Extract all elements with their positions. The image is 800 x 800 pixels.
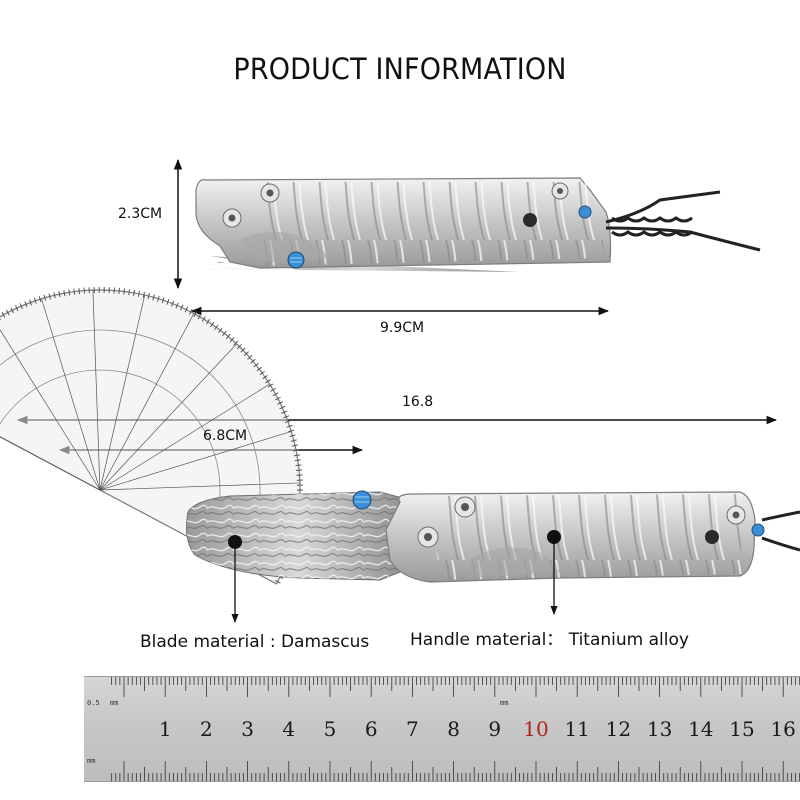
ruler-number: 7 [406,717,419,741]
ruler-number: 2 [200,717,213,741]
blue-pin-icon [578,205,592,219]
ruler: 0.5 mm mm mm 1234567891011121314151617 [84,676,800,782]
ruler-number: 4 [282,717,296,741]
lanyard-cord [605,190,761,252]
ruler-number: 3 [241,717,254,741]
closed-length-label: 9.9CM [380,320,425,336]
ruler-number: 15 [729,717,755,741]
ruler-number: 13 [646,717,673,741]
open-knife [186,490,800,583]
blue-pin-icon [751,523,765,537]
ruler-number: 6 [364,717,378,741]
ruler-number: 1 [158,717,172,741]
ruler-unit-bottom: mm [87,757,96,765]
ruler-unit-top: mm [110,699,119,707]
thumb-stud-icon [352,490,372,510]
ruler-number: 8 [447,717,460,741]
thumb-stud-icon [287,251,305,269]
ruler-corner-label: 0.5 [87,699,100,707]
lanyard-hole [523,213,537,227]
handle-material-caption: Handle material： Titanium alloy [410,630,689,650]
ruler-number: 12 [605,717,632,741]
blade-length-label: 6.8CM [203,428,248,444]
ruler-number: 11 [564,717,590,741]
open-length-label: 16.8 [402,394,434,410]
blade-material-caption: Blade material : Damascus [140,632,370,652]
ruler-number: 14 [688,717,714,741]
ruler-number: 5 [323,717,337,741]
ruler-unit-mid: mm [500,699,509,707]
closed-knife [195,177,761,272]
page-title: PRODUCT INFORMATION [233,52,567,86]
lanyard-cord [761,510,800,552]
ruler-number: 10 [523,717,549,741]
ruler-number: 9 [488,717,502,741]
ruler-ticks [111,677,800,781]
lanyard-hole [705,530,719,544]
height-dimension-label: 2.3CM [118,206,163,222]
ruler-number: 16 [770,717,796,741]
